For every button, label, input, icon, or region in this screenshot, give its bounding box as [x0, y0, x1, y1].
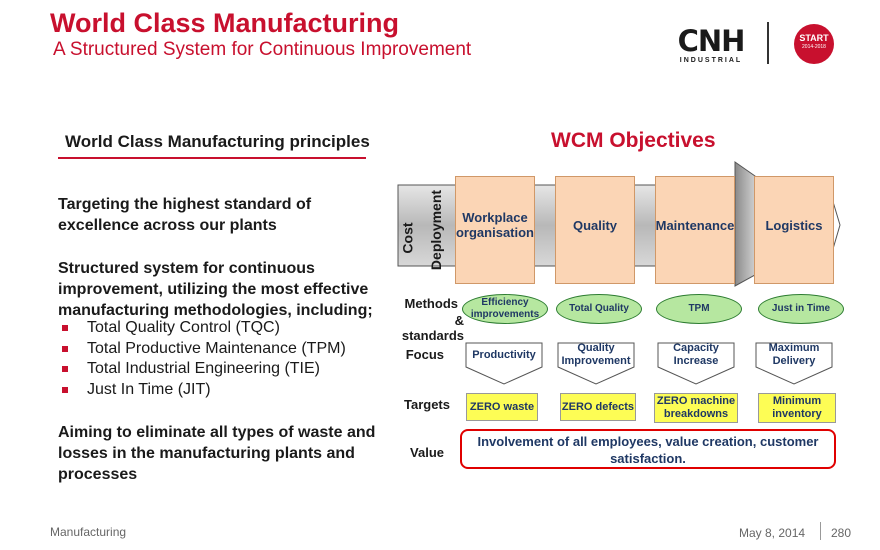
cost-label: Cost — [400, 222, 416, 254]
principles-underline — [58, 157, 366, 159]
column-quality — [555, 176, 635, 284]
focus-label: Maximum Delivery — [768, 342, 820, 367]
header-divider — [767, 22, 769, 64]
focus-callout-shape — [465, 342, 543, 385]
target-box: ZERO machine breakdowns — [654, 393, 738, 423]
column-label: Workplace organisation — [455, 210, 534, 240]
badge-title: START — [799, 33, 829, 43]
footer-divider — [820, 522, 821, 540]
list-item: Total Productive Maintenance (TPM) — [58, 339, 378, 360]
principle-paragraph-3: Aiming to eliminate all types of waste a… — [58, 424, 376, 483]
objectives-heading: WCM Objectives — [551, 129, 716, 152]
list-item: Just In Time (JIT) — [58, 380, 378, 401]
page-number: 280 — [831, 526, 852, 540]
target-box: Minimum inventory — [758, 393, 836, 423]
focus-label: Capacity Increase — [673, 342, 719, 367]
method-oval: Efficiency improvements — [462, 294, 548, 324]
focus-callout-shape — [755, 342, 833, 385]
badge-subtitle: 2014-2018 — [802, 44, 826, 50]
row-label-value: Value — [410, 445, 444, 460]
method-oval: Just in Time — [758, 294, 844, 324]
focus-callouts — [465, 342, 833, 385]
page-title: World Class Manufacturing — [50, 8, 400, 38]
column-label: Maintenance — [655, 217, 735, 233]
methodology-list: Total Quality Control (TQC) Total Produc… — [58, 318, 378, 400]
principles-heading: World Class Manufacturing principles — [65, 132, 370, 151]
deployment-label: Deployment — [428, 189, 444, 271]
method-oval: Total Quality — [556, 294, 642, 324]
row-label-methods: Methods — [404, 296, 458, 311]
row-label-focus: Focus — [405, 347, 444, 362]
focus-callout-shape — [657, 342, 735, 385]
list-item: Total Industrial Engineering (TIE) — [58, 359, 378, 380]
page-subtitle: A Structured System for Continuous Impro… — [53, 39, 472, 60]
column-workplace — [455, 176, 535, 284]
list-item: Total Quality Control (TQC) — [58, 318, 378, 339]
column-label: Quality — [572, 217, 618, 233]
column-label: Logistics — [765, 217, 823, 233]
cnh-logo: CNH INDUSTRIAL — [676, 26, 746, 70]
arrow-chevron — [734, 161, 756, 287]
target-box: ZERO waste — [466, 393, 538, 421]
logo-subtitle: INDUSTRIAL — [679, 57, 743, 64]
focus-callout-shape — [557, 342, 635, 385]
logo-wordmark: CNH — [677, 24, 746, 58]
column-logistics — [754, 176, 834, 284]
start-badge: START 2014-2018 — [794, 24, 834, 64]
row-label-standards: & standards — [401, 313, 464, 343]
focus-label: Quality Improvement — [561, 342, 631, 367]
focus-label: Productivity — [472, 348, 536, 361]
column-maintenance — [655, 176, 735, 284]
method-oval: TPM — [656, 294, 742, 324]
footer-date: May 8, 2014 — [739, 526, 806, 540]
row-label-targets: Targets — [404, 397, 450, 412]
principle-paragraph-1: Targeting the highest standard of excell… — [58, 196, 312, 234]
footer-section: Manufacturing — [50, 525, 127, 539]
target-box: ZERO defects — [560, 393, 636, 421]
principle-paragraph-2: Structured system for continuous improve… — [58, 260, 373, 319]
value-statement: Involvement of all employees, value crea… — [460, 429, 836, 469]
